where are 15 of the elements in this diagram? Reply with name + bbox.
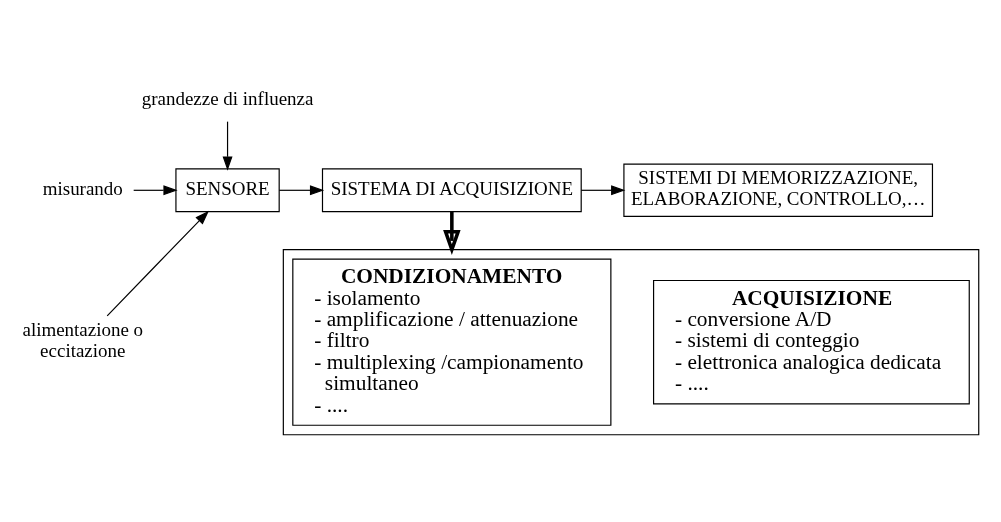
arrow [580,184,626,195]
arrow [278,184,325,195]
arrow [133,184,178,195]
node-text: alimentazione o eccitazione [22,318,144,361]
arrow [443,211,461,255]
node-text: grandezze di influenza [141,87,314,109]
node-box: CONDIZIONAMENTO - isolamento - amplificazione / attenuazione - filtro - multiplexing /campionamento simultaneo - .... [292,258,612,426]
cluster [282,248,980,435]
node-box: SISTEMI DI MEMORIZZAZIONE, ELABORAZIONE, CONTROLLO,… [623,163,934,217]
node-box: ACQUISIZIONE - conversione A/D - sistemi di conteggio - elettronica analogica dedicata - .... [653,279,970,404]
node-text: misurando [42,177,123,199]
arrow [106,210,209,316]
node-box: SENSORE [175,167,280,212]
arrow [222,120,233,171]
node-box: SISTEMA DI ACQUISIZIONE [321,167,582,212]
